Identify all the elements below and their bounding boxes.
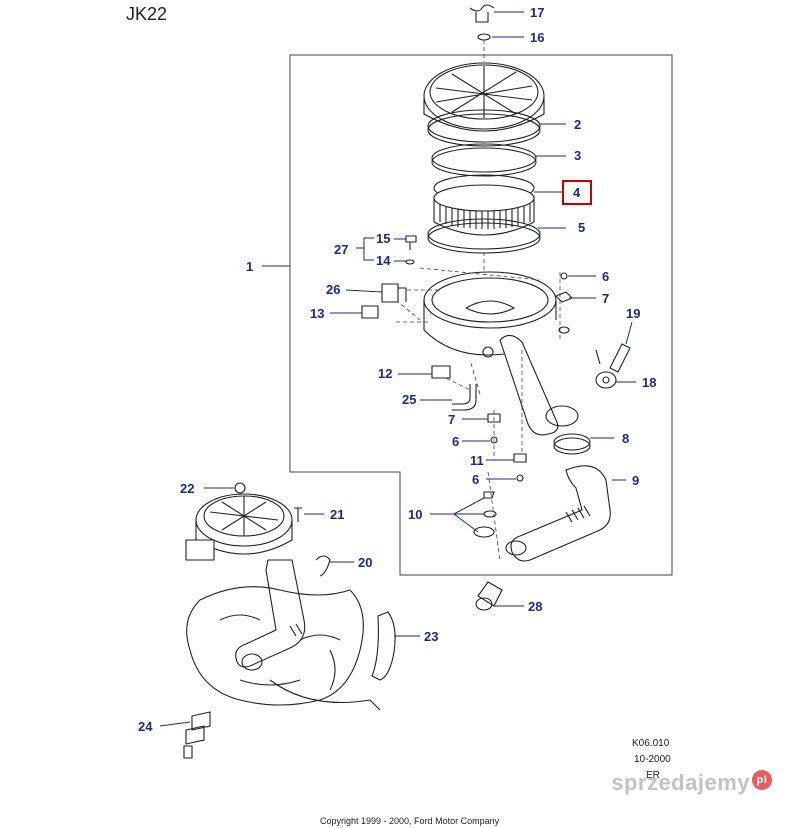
dashed-links [395,267,561,561]
callout-18: 18 [642,375,656,390]
callout-16: 16 [530,30,544,45]
callout-27: 27 [334,242,348,257]
callout-25: 25 [402,392,416,407]
callout-1: 1 [246,259,253,274]
drawing-region: ER [646,770,660,781]
callout-22: 22 [180,481,194,496]
leader-lines [159,11,636,727]
callout-3: 3 [574,148,581,163]
callout-8: 8 [622,431,629,446]
callout-14: 14 [376,253,391,268]
filter-element [433,174,535,236]
callout-7-upper: 7 [602,291,609,306]
callout-9: 9 [632,473,639,488]
callout-6-lower: 6 [472,472,479,487]
screw-upper [555,272,573,334]
intake-hose [505,465,611,562]
bracket [381,283,407,303]
wing-nut [469,4,495,23]
drawing-date: 10-2000 [634,754,671,765]
callout-20: 20 [358,555,372,570]
callout-labels: 17 16 2 3 4 5 1 27 15 14 26 13 6 7 19 18… [138,5,656,734]
connector [431,365,451,379]
callout-17: 17 [530,5,544,20]
callout-10: 10 [408,507,422,522]
callout-6-upper: 6 [602,269,609,284]
small-hose [452,384,477,411]
callout-24: 24 [138,719,153,734]
air-cleaner-body [423,271,579,436]
callout-26: 26 [326,282,340,297]
gasket-ring [431,143,537,177]
drawing-code: K06.010 [632,738,670,749]
callout-6-mid: 6 [452,434,459,449]
callout-5: 5 [578,220,585,235]
callout-15: 15 [376,231,390,246]
highlight-box-4 [562,180,592,205]
hose-clamp [553,433,591,455]
copyright-notice: Copyright 1999 - 2000, Ford Motor Compan… [320,816,500,826]
lower-gasket [427,218,541,254]
air-cleaner-lid [423,62,545,132]
sensor [595,343,631,389]
mount-block [361,305,379,319]
watermark-badge: pl [752,770,772,790]
callout-7-lower: 7 [448,412,455,427]
seal-ring [427,109,541,147]
clip-and-bolt [405,235,417,265]
callout-11: 11 [470,453,484,468]
callout-28: 28 [528,599,542,614]
callout-2: 2 [574,117,581,132]
callout-12: 12 [378,366,392,381]
watermark-text: sprzedajemy [611,770,750,795]
callout-23: 23 [424,629,438,644]
callout-19: 19 [626,306,640,321]
washer [477,33,491,41]
callout-13: 13 [310,306,324,321]
diagram-title: JK22 [126,4,167,24]
sleeve [475,581,503,611]
callout-21: 21 [330,507,344,522]
callout-4: 4 [573,185,581,200]
assembly-frame [289,54,673,576]
assembled-view [183,482,396,759]
